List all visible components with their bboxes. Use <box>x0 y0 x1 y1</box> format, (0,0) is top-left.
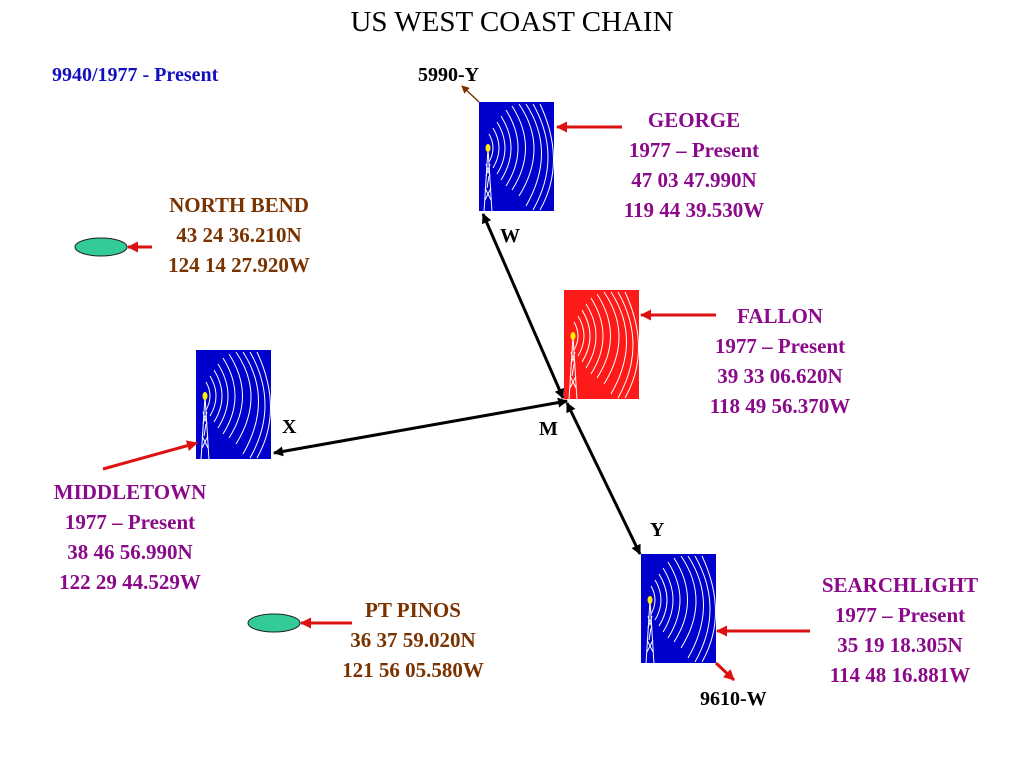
george-rate-label: 5990-Y <box>418 64 480 86</box>
station-name: GEORGE <box>647 108 741 132</box>
north-bend-monitor-info: NORTH BEND 43 24 36.210N 124 14 27.920W <box>146 190 332 280</box>
code-w-label: W <box>500 225 520 247</box>
monitor-name: NORTH BEND <box>169 193 309 217</box>
baseline-w-arrow <box>481 213 565 399</box>
station-years: 1977 – Present <box>834 603 966 627</box>
code-m-label: M <box>539 418 558 440</box>
code-y-label: Y <box>650 519 665 541</box>
searchlight-station-info: SEARCHLIGHT 1977 – Present 35 19 18.305N… <box>800 570 1000 690</box>
station-name: MIDDLETOWN <box>53 480 207 504</box>
monitor-longitude: 121 56 05.580W <box>342 658 484 682</box>
pt-pinos-monitor-info: PT PINOS 36 37 59.020N 121 56 05.580W <box>318 595 508 685</box>
pt-pinos-monitor-icon <box>247 613 301 633</box>
north-bend-monitor-icon <box>74 237 128 257</box>
george-station-icon <box>479 102 554 213</box>
searchlight-rate-label: 9610-W <box>700 688 767 710</box>
monitor-longitude: 124 14 27.920W <box>168 253 310 277</box>
station-latitude: 38 46 56.990N <box>67 540 193 564</box>
george-station-info: GEORGE 1977 – Present 47 03 47.990N 119 … <box>602 105 786 225</box>
station-longitude: 114 48 16.881W <box>829 663 971 687</box>
station-longitude: 119 44 39.530W <box>623 198 765 222</box>
station-years: 1977 – Present <box>714 334 846 358</box>
station-latitude: 35 19 18.305N <box>837 633 963 657</box>
monitor-latitude: 43 24 36.210N <box>176 223 302 247</box>
searchlight-rate-arrow <box>714 661 736 682</box>
chain-period: 9940/1977 - Present <box>52 64 219 86</box>
station-longitude: 118 49 56.370W <box>709 394 851 418</box>
station-longitude: 122 29 44.529W <box>59 570 201 594</box>
station-latitude: 39 33 06.620N <box>717 364 843 388</box>
page-title: US WEST COAST CHAIN <box>350 6 674 38</box>
monitor-name: PT PINOS <box>365 598 461 622</box>
middletown-pointer-arrow <box>102 440 198 471</box>
baseline-x-arrow <box>273 397 568 457</box>
station-years: 1977 – Present <box>64 510 196 534</box>
fallon-station-info: FALLON 1977 – Present 39 33 06.620N 118 … <box>688 301 872 421</box>
george-rate-arrow <box>461 85 480 103</box>
fallon-station-icon <box>564 290 639 401</box>
station-years: 1977 – Present <box>628 138 760 162</box>
station-name: FALLON <box>737 304 823 328</box>
monitor-latitude: 36 37 59.020N <box>350 628 476 652</box>
station-latitude: 47 03 47.990N <box>631 168 757 192</box>
station-name: SEARCHLIGHT <box>821 573 979 597</box>
middletown-station-info: MIDDLETOWN 1977 – Present 38 46 56.990N … <box>30 477 230 597</box>
code-x-label: X <box>282 416 297 438</box>
searchlight-station-icon <box>641 554 716 665</box>
middletown-station-icon <box>196 350 271 461</box>
baseline-y-arrow <box>565 402 642 555</box>
